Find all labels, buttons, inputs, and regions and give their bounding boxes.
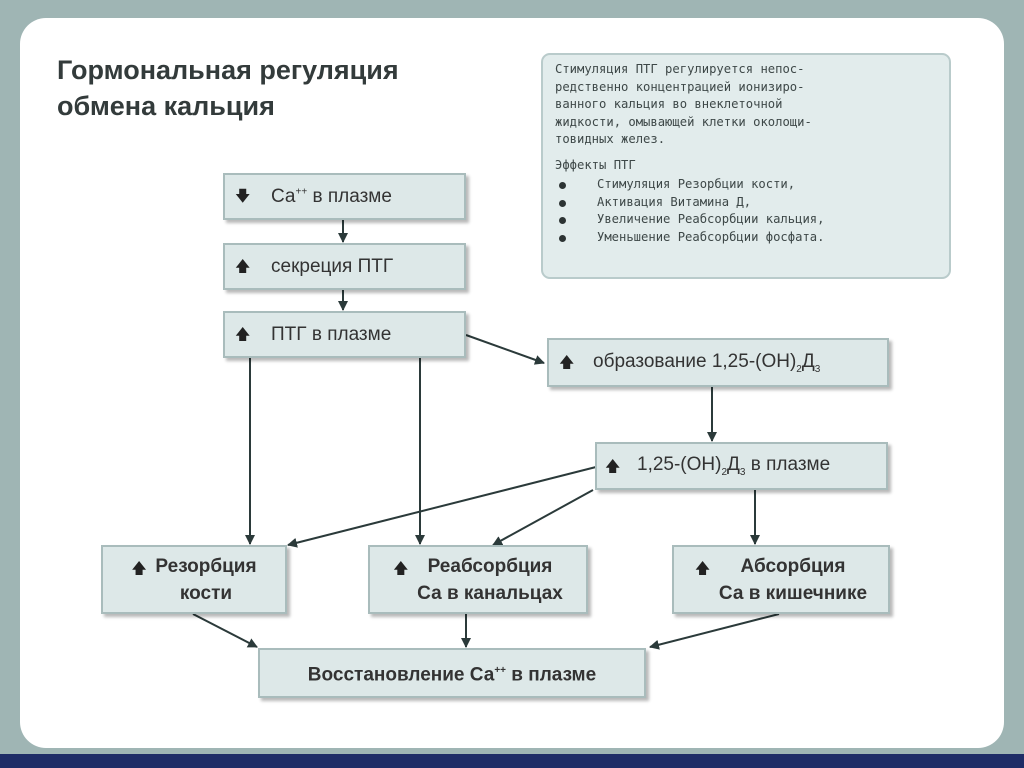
effect-item: Увеличение Реабсорбции кальция, — [555, 211, 939, 229]
node-text: Са — [271, 185, 296, 207]
node-ca-absorption: 🡅 Абсорбция Са в кишечнике — [672, 545, 890, 614]
node-ca-restore: Восстановление Са++ в плазме — [258, 648, 646, 698]
note-line-1: Стимуляция ПТГ регулируется непос- — [555, 62, 805, 76]
node-ca-plasma: 🡇 Са++ в плазме — [223, 173, 466, 220]
bullet-icon — [559, 217, 566, 224]
node-line-2: кости — [179, 582, 233, 604]
effect-item: Уменьшение Реабсорбции фосфата. — [555, 229, 939, 247]
bottom-strip — [0, 754, 1024, 768]
note-line-4: жидкости, омывающей клетки околощи- — [555, 114, 812, 129]
effect-item: Стимуляция Резорбции кости, — [555, 176, 939, 194]
node-vitd-formation: 🡅 образование 1,25-(ОН)2Д3 — [547, 338, 889, 387]
node-sup: ++ — [494, 665, 506, 677]
connector-vitd-to-resorption — [287, 466, 597, 548]
node-sub: 2 — [796, 363, 802, 375]
node-text: ПТГ в плазме — [271, 323, 392, 345]
note-line-2: редственно концентрацией ионизиро- — [555, 79, 805, 94]
effect-text: Уменьшение Реабсорбции фосфата. — [597, 229, 825, 244]
arrow-up-icon: 🡅 — [559, 354, 575, 371]
connector-absorption-to-restore — [649, 613, 780, 650]
node-line-2: Са в канальцах — [417, 582, 563, 604]
note-line-3: ванного кальция во внеклеточной — [555, 97, 783, 111]
connector-ptg-to-vitd-formation — [465, 334, 545, 365]
node-ptg-secretion: 🡅 секреция ПТГ — [223, 243, 466, 290]
arrow-up-icon: 🡅 — [235, 258, 251, 275]
node-text-3: в плазме — [745, 454, 831, 476]
node-text-2: в плазме — [307, 185, 392, 207]
slide-title: Гормональная регуляция обмена кальция — [57, 52, 517, 124]
node-text-2: в плазме — [506, 664, 597, 686]
effect-text: Увеличение Реабсорбции кальция, — [597, 212, 825, 226]
arrow-up-icon: 🡅 — [131, 559, 147, 577]
node-line-1: Резорбция — [155, 555, 257, 577]
node-line-2: Са в кишечнике — [718, 582, 868, 604]
bullet-icon — [559, 182, 566, 189]
bullet-icon — [559, 199, 566, 207]
effect-text: Активация Витамина Д, — [597, 194, 752, 209]
connector-resorption-to-restore — [192, 613, 258, 648]
effect-item: Активация Витамина Д, — [555, 194, 939, 212]
node-ptg-plasma: 🡅 ПТГ в плазме — [223, 311, 466, 358]
arrow-up-icon: 🡅 — [393, 559, 409, 577]
node-ca-reabsorption: 🡅 Реабсорбция Са в канальцах — [368, 545, 588, 614]
node-text-2: Д — [801, 350, 815, 372]
effects-title: Эффекты ПТГ — [555, 157, 636, 172]
arrow-down-icon: 🡇 — [235, 188, 251, 205]
bullet-icon — [559, 234, 566, 242]
node-line-1: Абсорбция — [740, 555, 846, 577]
effect-text: Стимуляция Резорбции кости, — [597, 177, 796, 191]
arrow-up-icon: 🡅 — [235, 326, 251, 343]
arrow-up-icon: 🡅 — [605, 457, 621, 475]
connector-vitd-to-reabsorption — [492, 489, 594, 546]
title-line-2: обмена кальция — [57, 91, 275, 121]
effects-list: Стимуляция Резорбции кости, Активация Ви… — [555, 176, 939, 246]
node-text-2: Д — [727, 454, 740, 476]
node-text: 1,25-(ОН) — [637, 454, 722, 476]
node-sub-2: 3 — [814, 363, 821, 375]
node-vitd-plasma: 🡅 1,25-(ОН)2Д3 в плазме — [595, 442, 888, 490]
node-sup: ++ — [295, 186, 308, 198]
node-text: Восстановление Са — [307, 664, 495, 686]
node-line-1: Реабсорбция — [427, 555, 553, 577]
node-text: образование 1,25-(ОН) — [593, 350, 797, 372]
arrow-up-icon: 🡅 — [694, 559, 711, 577]
node-sub-2: 3 — [739, 466, 746, 478]
title-line-1: Гормональная регуляция — [57, 55, 399, 85]
node-sub: 2 — [721, 466, 728, 478]
node-text: секреция ПТГ — [271, 255, 394, 277]
node-bone-resorption: 🡅 Резорбция кости — [101, 545, 287, 614]
note-line-5: товидных желез. — [555, 132, 666, 146]
ptg-note-box: Стимуляция ПТГ регулируется непос- редст… — [541, 53, 951, 279]
